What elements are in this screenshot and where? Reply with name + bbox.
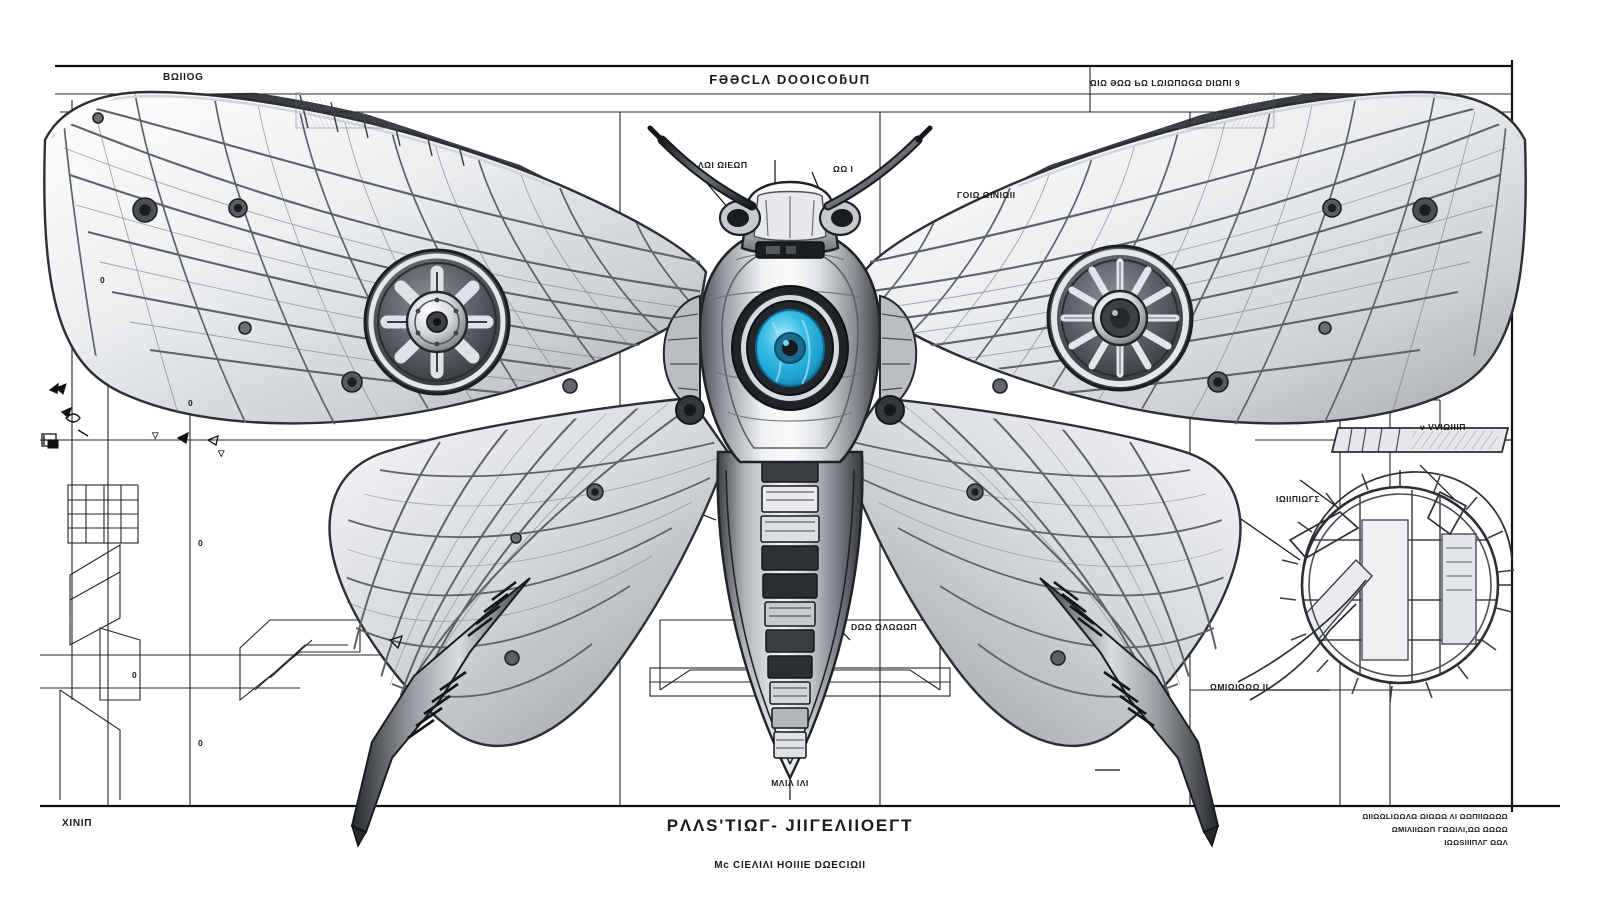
tick-left-2: 0 xyxy=(188,398,194,408)
callout-antenna-left: ΛΩI ΩΙΕΩΠ xyxy=(698,160,748,170)
footer-right-line-2: ΩΜΙΛΙΙΩΩΠ ΓΩΩΙΛΙ,ΩΩ ΩΩΩΩ xyxy=(1391,825,1508,834)
antennae xyxy=(647,125,933,211)
forewing-left xyxy=(43,90,708,430)
footer-sub-title: Mc CΙΕΛΙΛΙ ΗΟΙΙΙΕ DΩΕCΙΩΙΙ xyxy=(714,860,866,871)
tick-left-5: 0 xyxy=(132,670,138,680)
tick-left-3: 0 xyxy=(198,538,204,548)
detail-inset xyxy=(1237,427,1515,703)
rivets-hindwing-right xyxy=(966,483,1066,666)
tick-inner-2: ▽ xyxy=(218,448,226,458)
callout-detail-bottom: ΩΜΙΩΙΩΩΩ ΙΙ xyxy=(1210,682,1269,692)
turbine-roundel-right xyxy=(1046,244,1194,392)
detail-label-strip xyxy=(1330,427,1510,453)
callout-abdomen-right: DΩΩ ΩΛΩΩΩΠ xyxy=(851,622,918,632)
tick-left-1: 0 xyxy=(100,275,106,285)
header-right-note: ΩΙΩ ƏΩΩ ƄΩ LΩΙΩΠΩGΩ DΙΩΠI 9 xyxy=(1089,78,1241,88)
footer-left-tag: ΧΙΝΙΠ xyxy=(62,818,93,829)
header-left-tag: BΩIIOG xyxy=(163,72,204,83)
turbine-roundel-left xyxy=(363,248,511,396)
hindwing-right xyxy=(840,396,1242,748)
rivets-hindwing-left xyxy=(504,483,604,666)
glyph-marks xyxy=(47,383,404,650)
footer-right-line-3: ΙΩΩSΙΙΙΠΛΓ ΩΩΛ xyxy=(1444,838,1508,847)
footer-upper-note: MΛΙΛ ΙΛΙ xyxy=(771,778,809,788)
abdomen-segments xyxy=(760,459,820,759)
footer-main-title: PΛΛS'TIΩΓ- JΙΙΓΕΛΙΙΟΕΓΤ xyxy=(666,816,914,835)
rivets-forewing-left xyxy=(92,112,578,394)
callout-detail-left: ΙΩΙΙΠΙΩΓΣ xyxy=(1276,494,1320,504)
abdomen xyxy=(716,439,864,781)
tick-left-4: 0 xyxy=(198,738,204,748)
rivets-forewing-right xyxy=(992,197,1438,394)
detail-ring-segments xyxy=(1279,470,1515,703)
sheet-title: FƏƏCLΛ DOOICOƃUΠ xyxy=(709,72,871,87)
callout-detail-top: ν VVΙΩΙΙΙΠ xyxy=(1420,422,1466,432)
hindwing-left xyxy=(328,396,730,748)
callout-antenna-right: ΩΩ Ι xyxy=(833,164,854,174)
callout-forewing-right: ΓΟΙΩ ΩΙΝΙΩΙΙ xyxy=(957,190,1016,200)
forewing-right xyxy=(862,90,1527,430)
leg-probe-left xyxy=(350,577,531,848)
leg-probe-right xyxy=(1039,577,1220,848)
core-eye xyxy=(731,285,849,411)
tick-inner-1: ▽ xyxy=(152,430,160,440)
footer-right-line-1: ΩΙΙΩΩLΙΩΩΛΩ ΩΙΩΩΩ ΛΙ ΩΩΠΙΙΩΩΩΩ xyxy=(1362,812,1508,821)
thorax xyxy=(662,180,918,464)
